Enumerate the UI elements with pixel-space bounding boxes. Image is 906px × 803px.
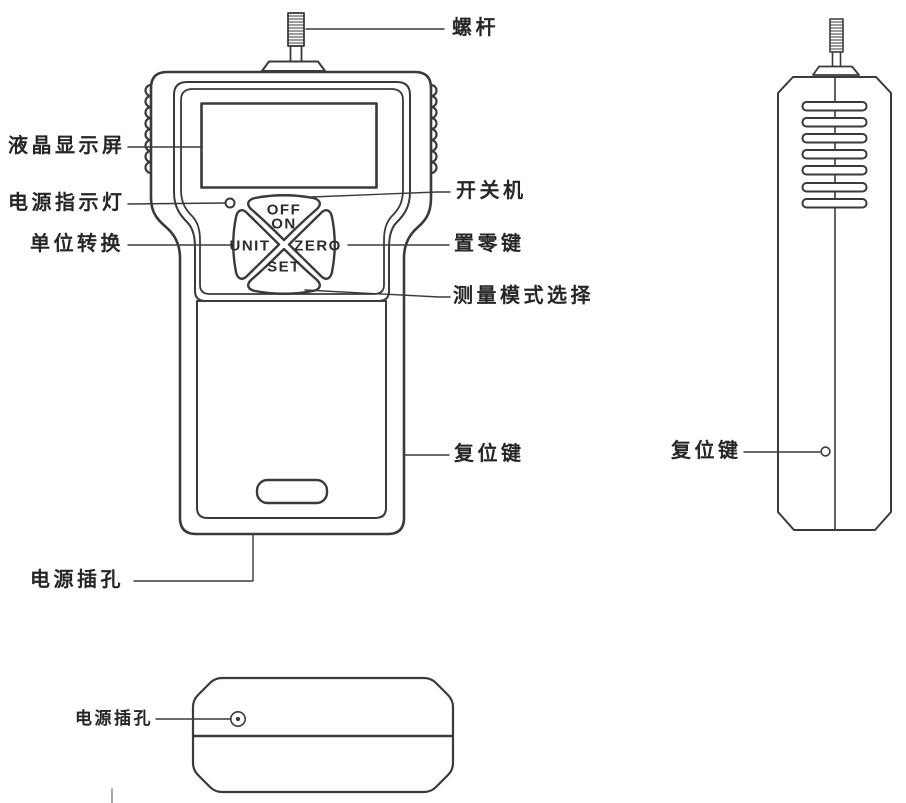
power-led <box>224 197 236 209</box>
leader-mode-select <box>304 289 451 298</box>
callout-leader-lines <box>127 28 821 720</box>
leader-power-jack-front <box>133 534 254 582</box>
keypad-label-zero: ZERO <box>294 237 342 255</box>
side-reset-hole <box>820 446 831 457</box>
keypad-label-set: SET <box>267 258 301 276</box>
callout-power-indicator: 电源指示灯 <box>8 192 126 214</box>
callout-reset-key-front: 复位键 <box>454 443 525 465</box>
lcd-display <box>200 102 378 189</box>
keypad-button-left <box>232 209 281 280</box>
screw-flange <box>261 60 326 72</box>
side-vent-slots <box>801 101 868 209</box>
bottom-power-jack-pin <box>235 716 241 722</box>
battery-slot <box>255 478 329 505</box>
callout-screw-rod: 螺杆 <box>452 17 499 39</box>
callout-zero-key: 置零键 <box>454 233 525 255</box>
callout-unit-conversion: 单位转换 <box>30 233 124 255</box>
side-screw-thread <box>829 18 844 53</box>
screw-shaft <box>289 45 303 64</box>
callout-mode-select: 测量模式选择 <box>453 285 594 307</box>
callout-power-jack-bottom: 电源插孔 <box>75 709 153 728</box>
front-view-drawing <box>144 12 438 536</box>
keypad-label-unit: UNIT <box>229 237 271 255</box>
grip-ribs-left <box>144 83 153 175</box>
callout-power-jack-front: 电源插孔 <box>30 569 124 591</box>
grip-ribs-right <box>429 83 438 175</box>
leader-power-switch <box>310 191 451 198</box>
screw-thread-hatching <box>287 15 305 44</box>
keypad-button-down <box>247 247 321 295</box>
side-screw-shaft <box>831 51 842 68</box>
lower-panel <box>196 300 387 519</box>
keypad-button-up <box>247 194 321 242</box>
callout-lcd-screen: 液晶显示屏 <box>8 135 126 157</box>
side-view-drawing <box>777 18 892 531</box>
side-screw-thread-hatching <box>829 21 844 50</box>
screw-thread <box>287 12 305 47</box>
leader-power-indicator <box>127 202 226 205</box>
keypad-button-right <box>287 209 336 280</box>
keypad-label-on: ON <box>271 215 297 233</box>
keypad-label-off: OFF <box>266 201 302 219</box>
side-screw-flange <box>812 65 860 76</box>
bottom-view-drawing <box>111 676 455 803</box>
callout-reset-key-side: 复位键 <box>671 440 742 462</box>
callout-power-switch: 开关机 <box>456 180 527 202</box>
